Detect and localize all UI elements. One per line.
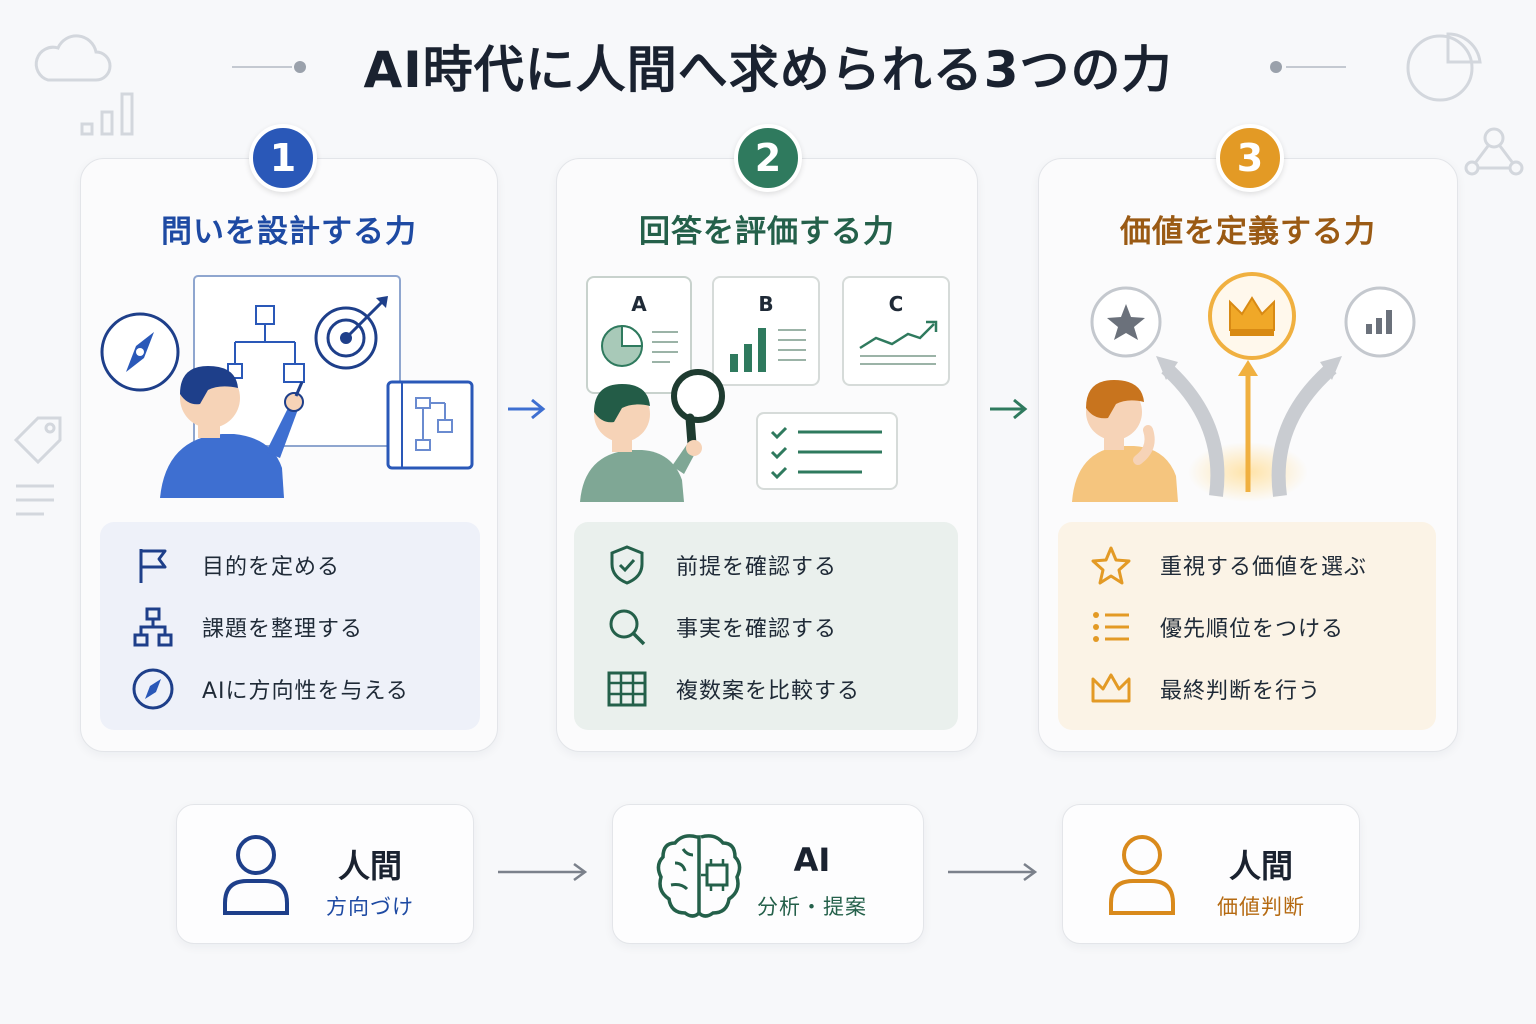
hierarchy-icon	[130, 604, 176, 650]
checklist-icon	[770, 426, 882, 480]
list-item: 最終判断を行う	[1058, 658, 1436, 720]
checklist-card	[756, 412, 898, 490]
step-badge-2: 2	[734, 124, 802, 192]
pie-chart-icon	[1406, 32, 1482, 102]
compass-icon	[130, 666, 176, 712]
pie-chart-icon	[601, 324, 678, 367]
flow-sub-label: 方向づけ	[326, 895, 414, 919]
flag-icon	[130, 542, 176, 588]
title-rule-left	[232, 66, 292, 68]
arrow-right-icon	[508, 398, 546, 420]
option-label: A	[631, 292, 647, 316]
panel-answer-evaluation: 前提を確認する 事実を確認する 複数案を比較する	[574, 522, 958, 730]
flow-box-human-judgment: 人間 価値判断	[1062, 804, 1360, 944]
title-dot-right	[1270, 61, 1282, 73]
item-label: 目的を定める	[202, 555, 341, 580]
card-title-3: 価値を定義する力	[1120, 214, 1376, 250]
list-item: 重視する価値を選ぶ	[1058, 534, 1436, 596]
title-dot-left	[294, 61, 306, 73]
network-icon	[1464, 127, 1524, 176]
item-label: 事実を確認する	[676, 617, 838, 642]
flow-main-label: AI	[793, 841, 831, 879]
value-choice-illustration	[1072, 272, 1416, 502]
card-title-2: 回答を評価する力	[639, 214, 895, 250]
list-item: 事実を確認する	[574, 596, 958, 658]
person-icon	[1109, 835, 1175, 915]
panel-question-design: 目的を定める 課題を整理する AIに方向性を与える	[100, 522, 480, 730]
grid-table-icon	[604, 666, 650, 712]
bar-chart-icon	[730, 328, 806, 372]
flow-main-label: 人間	[1228, 847, 1293, 885]
priority-list-icon	[1088, 604, 1134, 650]
evaluator-person-illustration	[580, 369, 725, 502]
lines-icon	[16, 484, 54, 516]
list-item: 複数案を比較する	[574, 658, 958, 720]
star-icon	[1088, 542, 1134, 588]
option-label: C	[888, 292, 904, 316]
item-label: 前提を確認する	[676, 555, 838, 580]
option-card-a: A	[586, 276, 692, 394]
list-item: AIに方向性を与える	[100, 658, 480, 720]
option-card-b: B	[712, 276, 820, 386]
magnifier-icon	[604, 604, 650, 650]
option-label: B	[758, 292, 774, 316]
arrow-right-icon	[990, 398, 1028, 420]
tag-icon	[13, 416, 62, 465]
bar-chart-icon	[80, 92, 134, 136]
person-icon	[223, 835, 289, 915]
list-item: 優先順位をつける	[1058, 596, 1436, 658]
shield-check-icon	[604, 542, 650, 588]
flow-box-ai-analysis: AI 分析・提案	[612, 804, 924, 944]
item-label: 優先順位をつける	[1160, 617, 1345, 642]
brain-chip-icon	[656, 834, 742, 918]
line-chart-icon	[859, 320, 938, 365]
list-item: 目的を定める	[100, 534, 480, 596]
item-label: 課題を整理する	[202, 617, 364, 642]
card-title-1: 問いを設計する力	[161, 214, 417, 250]
list-item: 前提を確認する	[574, 534, 958, 596]
item-label: 複数案を比較する	[676, 679, 861, 704]
flow-sub-label: 価値判断	[1217, 895, 1305, 919]
item-label: AIに方向性を与える	[202, 679, 409, 704]
title-rule-right	[1286, 66, 1346, 68]
cloud-icon	[34, 34, 112, 82]
flow-arrow-icon	[948, 862, 1038, 882]
option-card-c: C	[842, 276, 950, 386]
flow-sub-label: 分析・提案	[757, 895, 867, 919]
step-badge-1: 1	[249, 124, 317, 192]
item-label: 重視する価値を選ぶ	[1160, 555, 1368, 580]
step-badge-3: 3	[1216, 124, 1284, 192]
flow-box-human-direction: 人間 方向づけ	[176, 804, 474, 944]
panel-value-definition: 重視する価値を選ぶ 優先順位をつける 最終判断を行う	[1058, 522, 1436, 730]
item-label: 最終判断を行う	[1160, 679, 1322, 704]
page-title: AI時代に人間へ求められる3つの力	[363, 41, 1173, 99]
crown-icon	[1088, 666, 1134, 712]
flow-main-label: 人間	[337, 847, 402, 885]
question-design-illustration	[100, 275, 474, 498]
flow-arrow-icon	[498, 862, 588, 882]
list-item: 課題を整理する	[100, 596, 480, 658]
